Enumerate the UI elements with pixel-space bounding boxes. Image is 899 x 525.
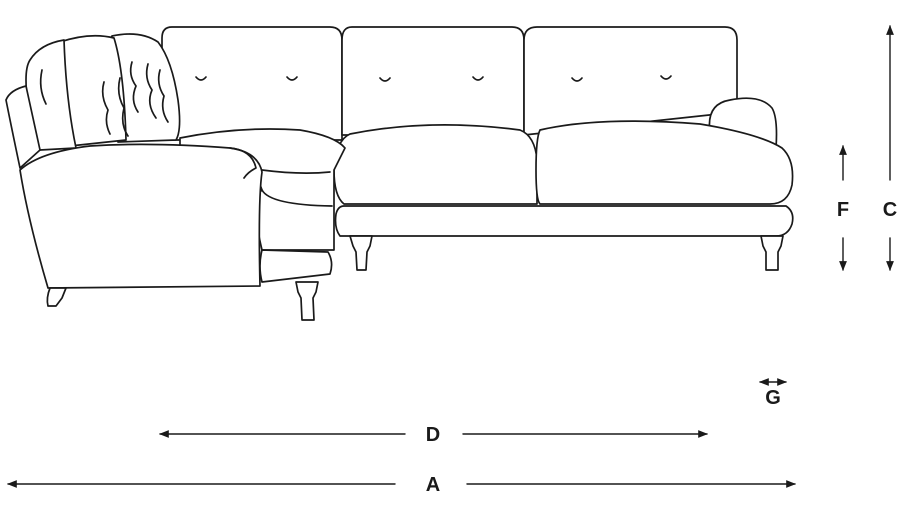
- tuft-button: [472, 76, 484, 81]
- tuft-button: [660, 75, 672, 80]
- left-arm-edge: [229, 147, 257, 179]
- corner-sofa-illustration: [5, 26, 794, 321]
- seat-cushion-middle: [333, 124, 538, 205]
- back-cushion-1: [161, 26, 343, 141]
- seat-cushion-right: [535, 120, 794, 205]
- left-back-rail: [5, 85, 41, 169]
- sofa-leg: [349, 235, 373, 271]
- dimension-label-g: G: [765, 387, 781, 409]
- tuft-button: [286, 76, 298, 81]
- corner-seat-edge: [261, 189, 333, 207]
- dimension-label-d: D: [426, 424, 440, 446]
- back-cushions: [161, 26, 738, 141]
- tuft-button: [571, 77, 583, 82]
- base-skirt-corner: [259, 249, 333, 283]
- left-arm: [19, 143, 263, 289]
- back-cushion-3: [523, 26, 738, 136]
- sofa-leg: [46, 287, 67, 307]
- corner-seat-edge: [261, 169, 331, 174]
- tufted-corner-back: [25, 33, 181, 151]
- dimension-markers: A D G F C: [7, 25, 897, 496]
- sofa-leg: [760, 235, 784, 271]
- dimension-label-f: F: [837, 199, 849, 221]
- tuft-button: [379, 77, 391, 82]
- tuft-button: [195, 76, 207, 81]
- back-cushion-2: [341, 26, 525, 136]
- sofa-leg: [295, 281, 319, 321]
- base-skirt-right: [334, 205, 794, 237]
- legs-right: [349, 235, 784, 271]
- dimension-label-a: A: [426, 474, 440, 496]
- dimension-label-c: C: [883, 199, 897, 221]
